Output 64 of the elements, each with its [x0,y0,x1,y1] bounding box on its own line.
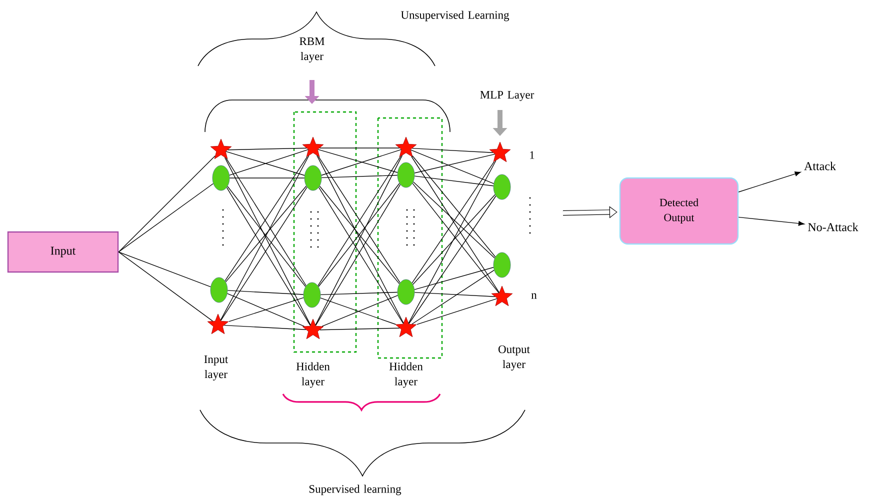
neuron-circle [303,282,321,308]
connection-line [227,293,305,327]
star-neuron [302,136,324,158]
star-neuron [302,318,324,340]
connection-line [411,156,500,293]
connection-line [226,151,305,176]
output-box: Detected Output [619,177,739,245]
label-text: Hidden layer [296,362,330,388]
star-neuron [395,136,417,158]
connection-line [118,156,216,252]
connection-line [320,292,398,296]
star-neuron [210,138,232,160]
label-text: Supervised learning [309,484,402,496]
star-neuron [207,314,229,334]
connection-line [412,182,496,258]
star-neuron [491,286,513,306]
result-text: No-Attack [808,222,858,232]
label-text: n [531,293,537,299]
label-text: RBM layer [300,38,324,62]
connection-line [227,290,304,295]
neuron-circle [397,162,415,188]
connection-line [228,148,307,150]
connection-line [118,252,211,288]
star-neuron [489,142,511,162]
label-text: MLP Layer [480,90,534,101]
label-text: Output layer [498,345,530,371]
connection-line [412,194,496,285]
connection-line [410,150,494,184]
neuron-circle [397,279,415,305]
label-text: 1 [530,151,534,159]
arrow [738,216,804,226]
result-text: Attack [804,162,836,170]
neuron-circle [210,277,228,303]
connection-line [321,149,402,176]
label-text: Hidden layer [389,362,423,388]
connection-line [414,154,496,174]
connection-line [412,148,494,153]
input-box: Input [7,231,119,273]
connection-line [229,149,309,176]
connection-line [321,174,398,178]
neuron-circle [493,252,511,278]
connection-line [408,160,496,324]
label-text: Unsupervised Learning [400,10,510,22]
neuron-circle [493,174,511,200]
connection-line [414,292,496,297]
connection-line [416,298,498,325]
connection-line [408,196,496,324]
neuron-circle [212,165,230,191]
connection-line [118,252,214,322]
connection-line [228,297,304,322]
label-text: Input layer [204,355,228,380]
connection-line [118,183,214,252]
connection-line [412,161,494,284]
connection-line [414,267,494,290]
connection-line [319,328,400,330]
star-neuron [395,316,417,338]
arrow [738,172,801,192]
connection-line [318,149,398,173]
connection-line [414,176,494,186]
connection-line [412,155,496,258]
neuron-circle [304,165,322,191]
connection-line [224,324,306,330]
connection-line [412,182,500,294]
connection-line [412,270,494,324]
